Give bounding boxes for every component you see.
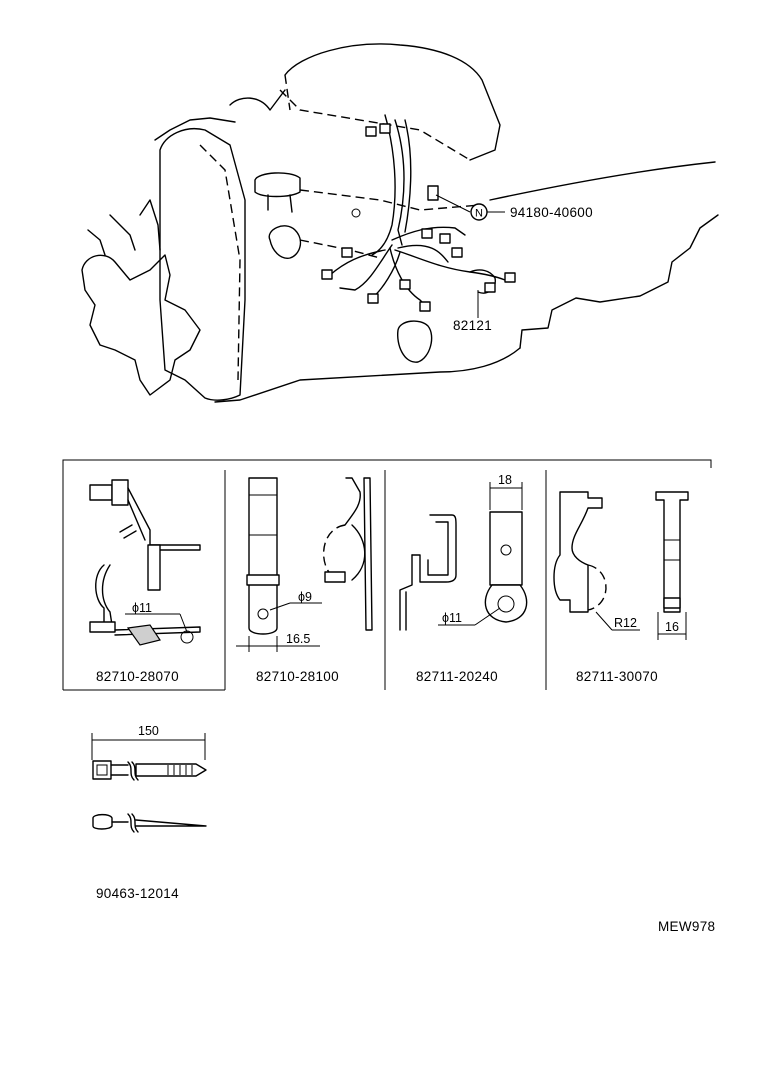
clamp-section-frame — [62, 459, 712, 691]
clamp3-width: 18 — [498, 473, 512, 487]
clamp-82711-20240: 18 ϕ11 82711-20240 — [399, 473, 528, 684]
clamp2-part-number: 82710-28100 — [256, 669, 339, 684]
clamp-82710-28070: ϕ11 82710-28070 — [89, 479, 201, 684]
cable-tie-length: 150 — [138, 724, 159, 738]
clamp4-width: 16 — [665, 620, 679, 634]
clamp4-part-number: 82711-30070 — [576, 669, 658, 684]
clamp2-width: 16.5 — [286, 632, 310, 646]
clamp4-radius: R12 — [614, 616, 637, 630]
clamp1-hole-size: ϕ11 — [132, 601, 152, 615]
clamp2-hole-size: ϕ9 — [298, 590, 312, 604]
bolt-part-number: 94180-40600 — [510, 205, 593, 220]
clamp-82710-28100: ϕ9 16.5 82710-28100 — [236, 477, 373, 684]
figure-code: MEW978 — [658, 919, 715, 934]
clamp1-part-number: 82710-28070 — [96, 669, 179, 684]
harness-part-number: 82121 — [453, 318, 492, 333]
clamp3-part-number: 82711-20240 — [416, 669, 498, 684]
cable-tie: 150 90463-12014 — [91, 724, 207, 901]
bolt-symbol: N — [475, 208, 483, 220]
cable-tie-part-number: 90463-12014 — [96, 886, 179, 901]
engine-illustration: N 94180-40600 82121 — [81, 43, 719, 403]
clamp-82711-30070: R12 16 82711-30070 — [553, 491, 689, 684]
clamp3-hole-size: ϕ11 — [442, 611, 462, 625]
